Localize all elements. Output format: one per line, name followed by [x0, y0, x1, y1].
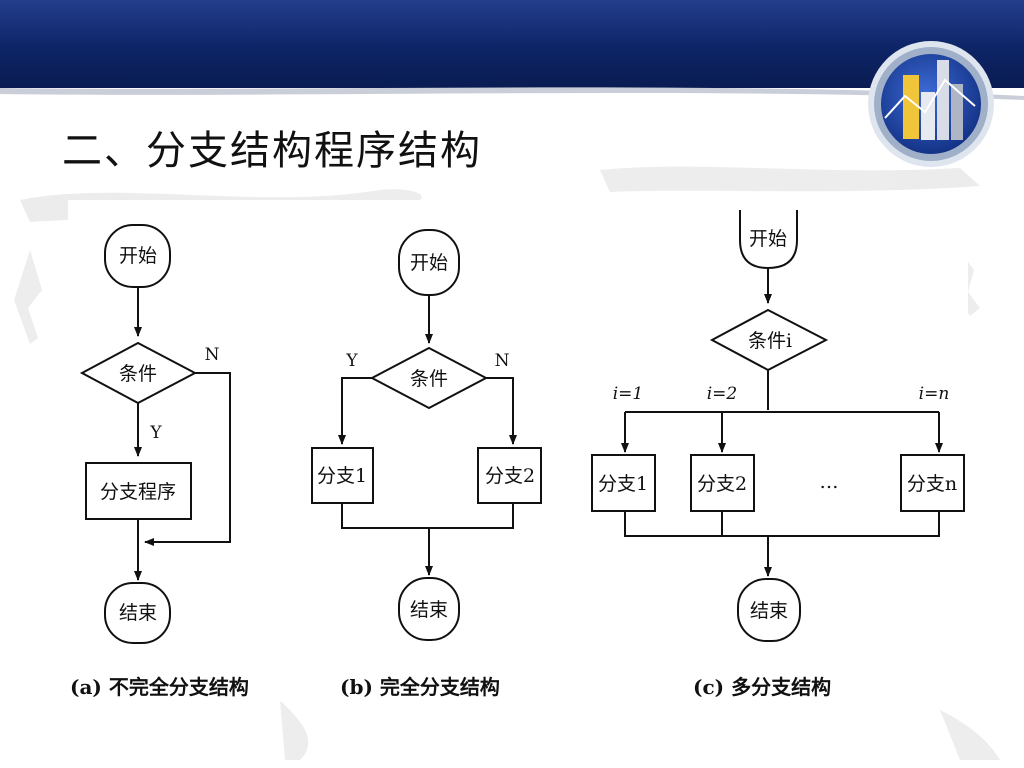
b-branch2-text: 分支2 [485, 465, 535, 487]
c-start-text: 开始 [749, 228, 787, 250]
c-end-text: 结束 [750, 600, 788, 622]
b-condition-text: 条件 [410, 368, 448, 390]
header-band [0, 0, 1024, 88]
b-yes-label: Y [345, 351, 358, 371]
c-branchn-text: 分支n [907, 473, 957, 495]
b-merge-line [341, 503, 514, 529]
c-ellipsis: … [820, 471, 839, 493]
b-branch2-box [477, 447, 542, 504]
a-start-text: 开始 [119, 245, 157, 267]
c-casen-label: i=n [919, 384, 950, 404]
bar-chart-logo-icon [868, 41, 994, 167]
a-branch-text: 分支程序 [100, 481, 176, 503]
c-caption: (c) 多分支结构 [693, 675, 831, 699]
c-case1-label: i=1 [613, 384, 644, 404]
c-end-terminal [737, 578, 801, 642]
c-merge-line [624, 511, 940, 537]
b-start-text: 开始 [410, 252, 448, 274]
c-condition-text: 条件i [748, 330, 792, 352]
header-shadow [0, 87, 1024, 100]
b-caption: (b) 完全分支结构 [340, 675, 500, 699]
page-title: 二、分支结构程序结构 [62, 128, 482, 174]
a-caption: (a) 不完全分支结构 [70, 675, 249, 699]
diagram-a [79, 224, 231, 644]
a-arrow-no-bypass [144, 372, 231, 546]
c-branch2-box [690, 454, 755, 512]
c-case2-label: i=2 [707, 384, 738, 404]
diagram-c [591, 210, 965, 642]
c-branch1-box [591, 454, 656, 512]
b-arrow-yes [338, 377, 372, 445]
b-branch1-box [311, 447, 374, 504]
c-branch2-text: 分支2 [697, 473, 747, 495]
a-end-terminal [104, 582, 171, 644]
a-branch-box [85, 462, 192, 520]
b-arrow-no [486, 377, 517, 445]
b-branch1-text: 分支1 [317, 465, 367, 487]
b-no-label: N [495, 351, 510, 371]
b-end-terminal [398, 577, 460, 641]
a-yes-label: Y [149, 423, 162, 443]
a-end-text: 结束 [119, 602, 157, 624]
diagram-b [311, 229, 542, 641]
b-end-text: 结束 [410, 599, 448, 621]
c-condition-diamond [709, 308, 829, 372]
a-condition-text: 条件 [119, 363, 157, 385]
a-no-label: N [205, 345, 220, 365]
c-branchn-box [900, 454, 965, 512]
c-branch1-text: 分支1 [598, 473, 648, 495]
